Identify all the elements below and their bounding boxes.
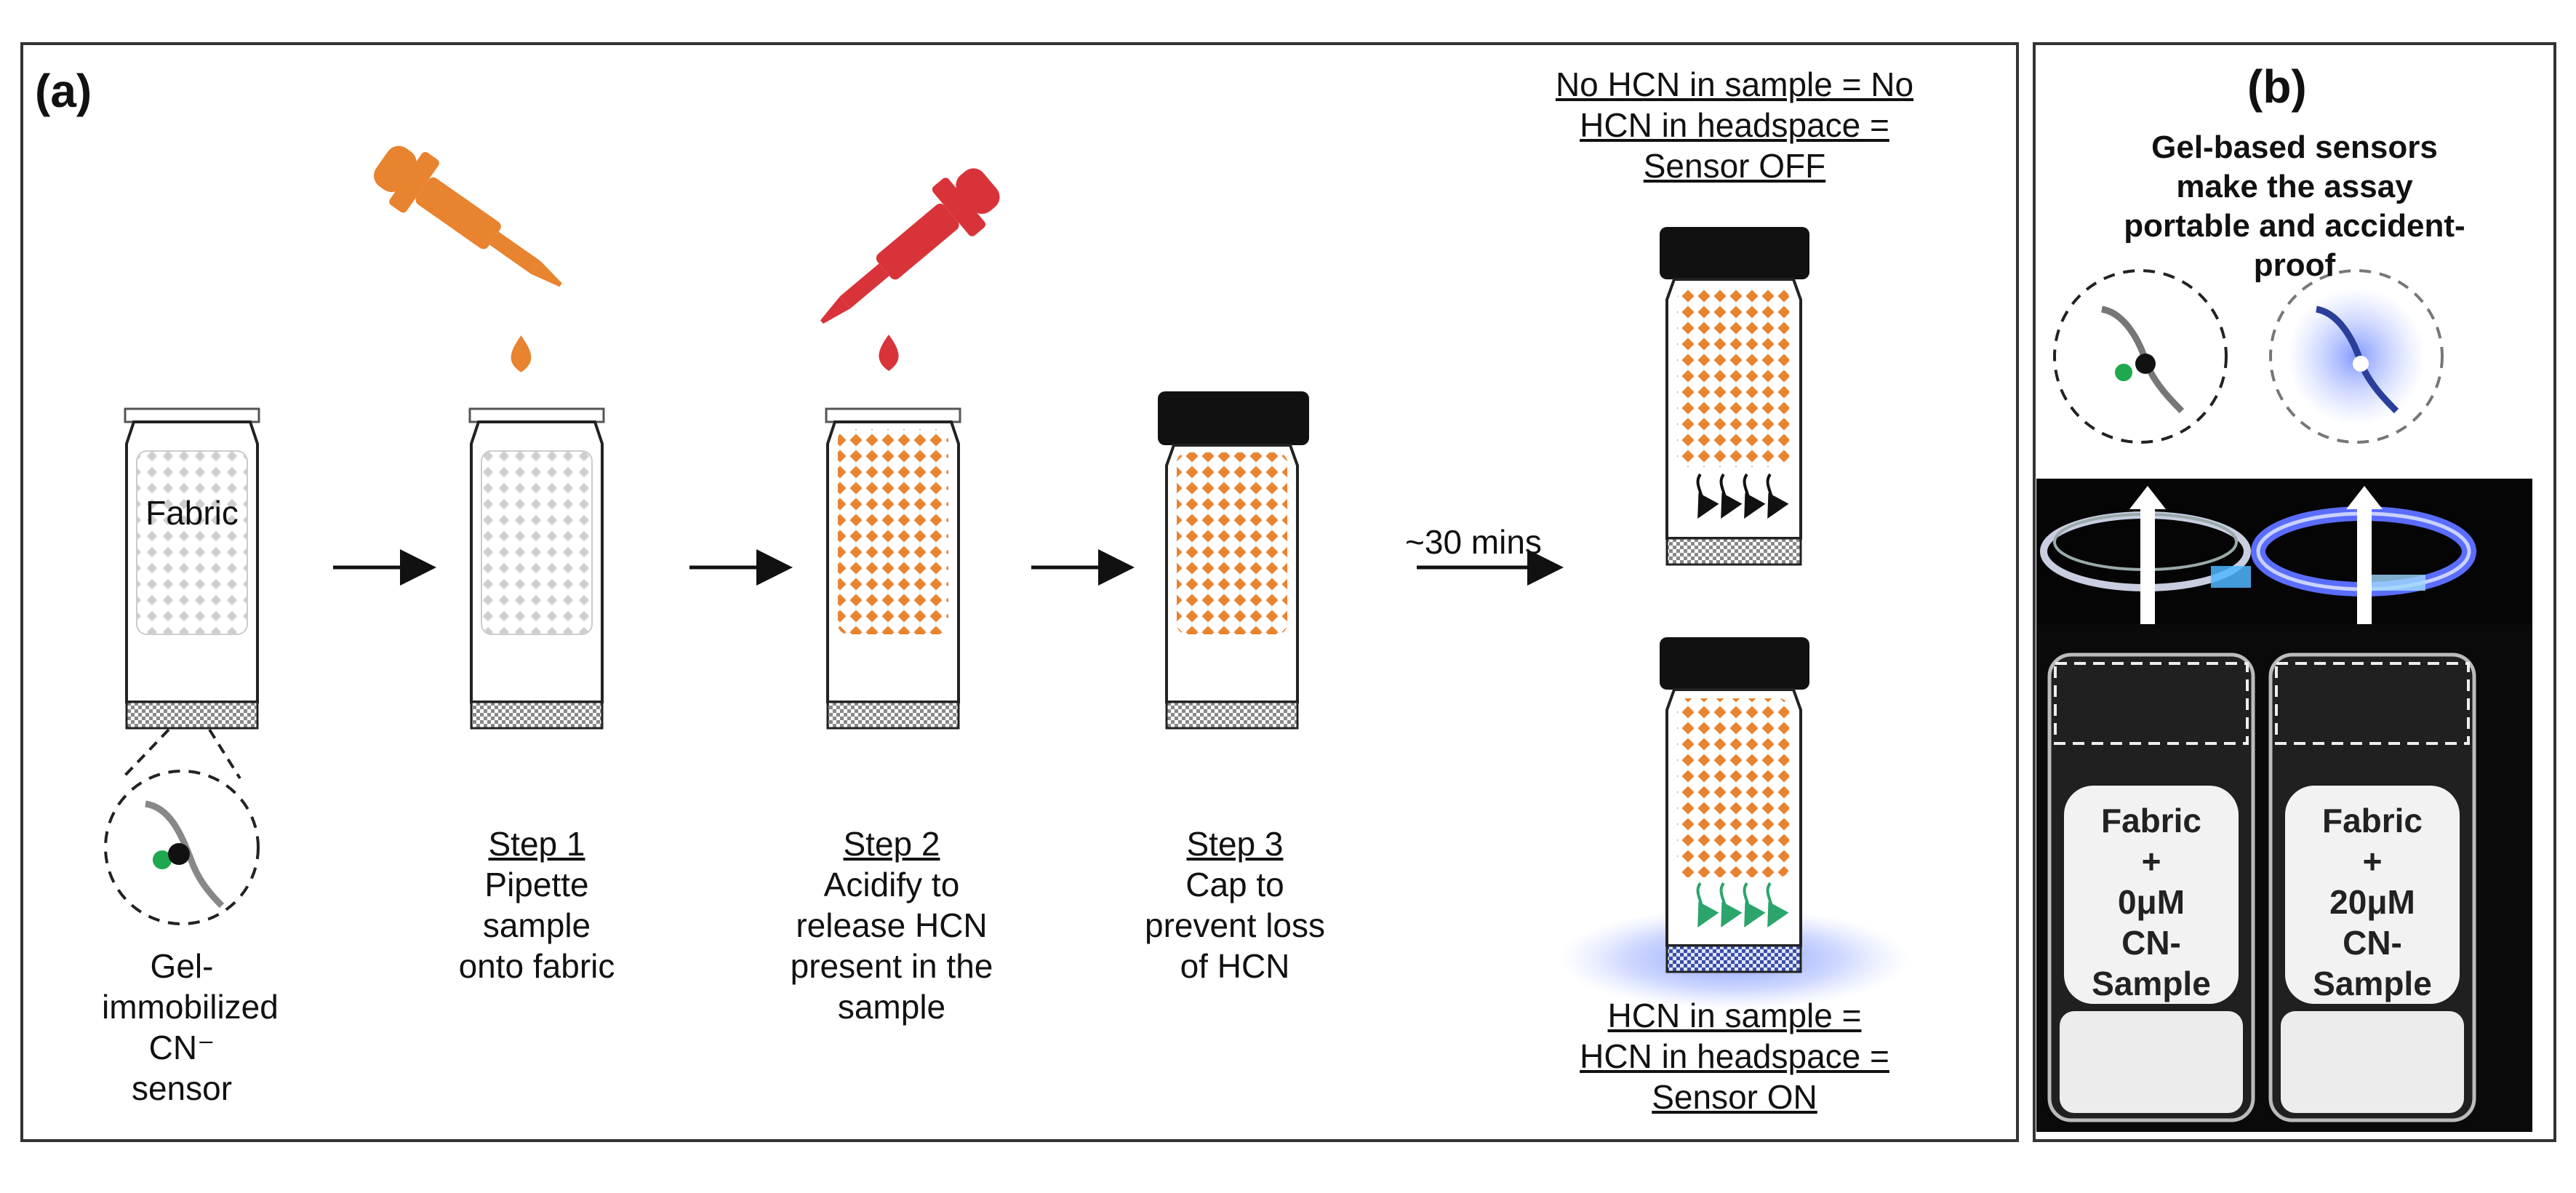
step3-title: Step 3	[1186, 825, 1284, 863]
panel-b-caption: Gel-based sensors make the assay portabl…	[2044, 128, 2545, 285]
vial-step1	[468, 407, 605, 730]
panel-b-caption-line-3: portable and accident-	[2124, 208, 2465, 244]
fabric-swatch	[136, 450, 248, 635]
sensor-caption-line-1: Gel-	[150, 947, 214, 985]
sensor-on-caption: HCN in sample = HCN in headspace = Senso…	[1498, 995, 1971, 1117]
on-caption-line-2: HCN in headspace =	[1580, 1037, 1889, 1075]
black-quencher-dot	[168, 843, 190, 865]
vial-right-line-4: CN-	[2343, 924, 2402, 962]
vial-right-line-1: Fabric	[2321, 802, 2423, 839]
pipette-red	[820, 168, 1000, 371]
panel-b-caption-line-1: Gel-based sensors	[2151, 129, 2438, 165]
fabric-label: Fabric	[145, 494, 239, 532]
vial-sensor-on	[1559, 637, 1908, 1010]
time-label: ~30 mins	[1405, 523, 1542, 561]
vial-step3	[1158, 391, 1309, 730]
step2-line-2: release HCN	[796, 906, 988, 944]
panel-b-caption-line-2: make the assay	[2176, 169, 2413, 204]
red-drop	[879, 335, 899, 371]
sensor-caption-line-3: CN⁻ sensor	[131, 1029, 233, 1107]
zoom-circle-off	[2053, 269, 2228, 487]
vial-right-line-2: +	[2362, 842, 2383, 880]
panel-b-caption-line-4: proof	[2253, 247, 2336, 283]
vial-cap	[1158, 391, 1309, 445]
panel-b-tag: (b)	[2247, 60, 2307, 113]
on-caption-line-1: HCN in sample =	[1607, 997, 1862, 1034]
step2-line-3: present in the	[790, 947, 993, 985]
panel-a-tag: (a)	[35, 65, 92, 117]
sensor-zoom-callout	[104, 728, 260, 925]
photo-sensor-rings	[2036, 479, 2532, 624]
vial-right-label: Fabric + 20μM CN- Sample	[2300, 800, 2445, 1004]
vial-left-line-4: CN-	[2121, 924, 2181, 962]
step1-title: Step 1	[488, 825, 585, 863]
vial-right-line-3: 20μM	[2329, 883, 2415, 921]
step1-line-2: onto fabric	[458, 947, 615, 985]
step2-line-4: sample	[837, 988, 946, 1026]
hcn-arrows-green	[1696, 882, 1789, 928]
gel-sensor-layer	[125, 701, 259, 730]
photo-vials	[2036, 624, 2532, 1132]
pipette-orange	[374, 145, 562, 372]
sensor-caption: Gel- immobilized CN⁻ sensor	[102, 946, 279, 1109]
sensor-caption-line-2: immobilized	[102, 988, 279, 1026]
vial-left-line-2: +	[2141, 842, 2161, 880]
step3-line-1: Cap to	[1185, 866, 1284, 903]
zoom-circle-on	[2269, 269, 2444, 444]
vial-left-line-3: 0μM	[2117, 883, 2185, 921]
hcn-arrows-black	[1696, 473, 1789, 519]
off-caption-line-3: Sensor OFF	[1643, 147, 1826, 185]
step1-caption: Step 1 Pipette sample onto fabric	[428, 823, 646, 986]
step2-caption: Step 2 Acidify to release HCN present in…	[775, 823, 1008, 1027]
off-caption-line-1: No HCN in sample = No	[1555, 65, 1914, 103]
vial-left-line-1: Fabric	[2100, 802, 2202, 839]
vial-rim	[124, 407, 260, 423]
vial-fabric	[124, 407, 260, 730]
step3-line-3: of HCN	[1180, 947, 1290, 985]
photo-arrows	[2129, 486, 2383, 642]
step3-line-2: prevent loss	[1144, 906, 1325, 944]
step2-title: Step 2	[843, 825, 940, 863]
sensor-off-caption: No HCN in sample = No HCN in headspace =…	[1498, 64, 1971, 186]
vial-sensor-off	[1660, 227, 1809, 566]
sensor-polymer-strand	[145, 800, 225, 909]
vial-left-line-5: Sample	[2092, 965, 2211, 1002]
step1-line-1: Pipette sample	[482, 866, 591, 944]
vial-step2	[825, 407, 961, 730]
step3-caption: Step 3 Cap to prevent loss of HCN	[1126, 823, 1344, 986]
on-caption-line-3: Sensor ON	[1652, 1078, 1817, 1116]
vial-left-label: Fabric + 0μM CN- Sample	[2079, 800, 2224, 1004]
step2-line-1: Acidify to	[823, 866, 960, 903]
off-caption-line-2: HCN in headspace =	[1580, 106, 1889, 144]
vial-right-line-5: Sample	[2313, 965, 2432, 1002]
green-fluorophore-dot	[153, 850, 172, 869]
orange-drop	[511, 335, 532, 372]
